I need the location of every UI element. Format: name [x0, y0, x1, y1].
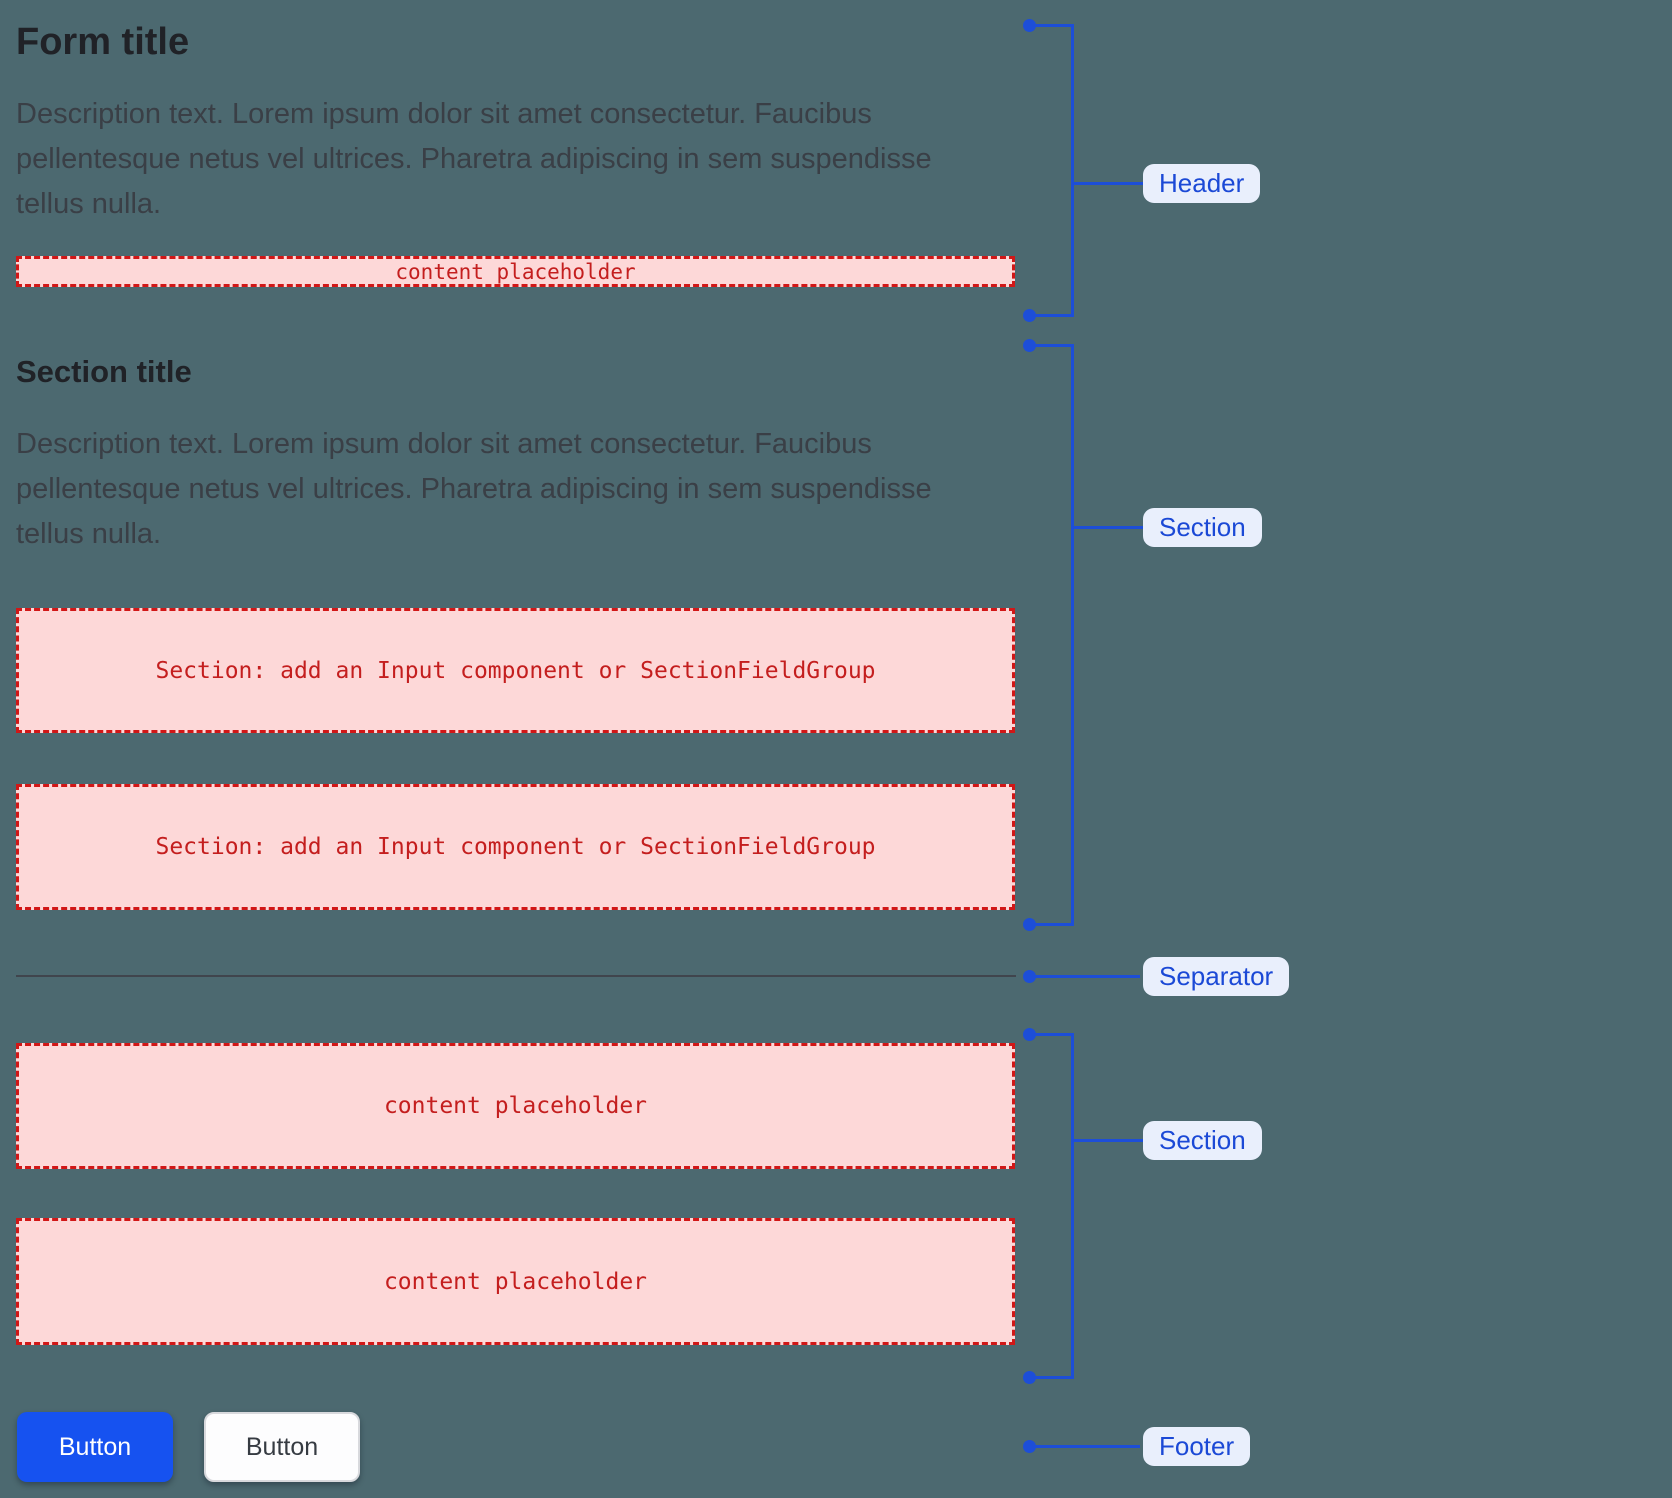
section-label-connector	[1071, 526, 1143, 529]
section-annotation-label: Section	[1143, 508, 1262, 547]
section2-annotation-label: Section	[1143, 1121, 1262, 1160]
section2-bracket-stub-top	[1030, 1033, 1074, 1036]
header-bracket-stub-bottom	[1030, 314, 1074, 317]
separator-line	[16, 975, 1016, 977]
section2-label-connector	[1071, 1139, 1143, 1142]
section2-bracket-vline	[1071, 1033, 1074, 1379]
section-anchor-dot-bottom	[1023, 918, 1036, 931]
separator-label-connector	[1030, 975, 1140, 978]
section-bracket-stub-top	[1030, 344, 1074, 347]
header-content-placeholder: content placeholder	[16, 256, 1015, 287]
secondary-button[interactable]: Button	[204, 1412, 360, 1482]
separator-annotation-label: Separator	[1143, 957, 1290, 996]
footer-label-connector	[1030, 1445, 1140, 1448]
section2-bracket-stub-bottom	[1030, 1376, 1074, 1379]
header-bracket-stub-top	[1030, 24, 1074, 27]
section-anchor-dot-top	[1023, 339, 1036, 352]
section-title: Section title	[16, 354, 192, 389]
content-placeholder: content placeholder	[16, 1043, 1015, 1169]
header-bracket-vline	[1071, 24, 1074, 316]
section2-anchor-dot-bottom	[1023, 1371, 1036, 1384]
header-label-connector	[1071, 182, 1143, 185]
form-description: Description text. Lorem ipsum dolor sit …	[16, 98, 932, 220]
content-placeholder: content placeholder	[16, 1218, 1015, 1345]
section-slot-placeholder: Section: add an Input component or Secti…	[16, 608, 1015, 733]
section-description: Description text. Lorem ipsum dolor sit …	[16, 428, 932, 550]
footer-anchor-dot	[1023, 1440, 1036, 1453]
header-annotation-label: Header	[1143, 164, 1261, 203]
separator-anchor-dot	[1023, 970, 1036, 983]
section-slot-placeholder: Section: add an Input component or Secti…	[16, 784, 1015, 910]
section-bracket-stub-bottom	[1030, 923, 1074, 926]
header-anchor-dot-top	[1023, 19, 1036, 32]
section2-anchor-dot-top	[1023, 1028, 1036, 1041]
form-title: Form title	[16, 21, 190, 63]
primary-button[interactable]: Button	[17, 1412, 173, 1482]
footer-annotation-label: Footer	[1143, 1427, 1251, 1466]
section-bracket-vline	[1071, 344, 1074, 926]
header-anchor-dot-bottom	[1023, 309, 1036, 322]
